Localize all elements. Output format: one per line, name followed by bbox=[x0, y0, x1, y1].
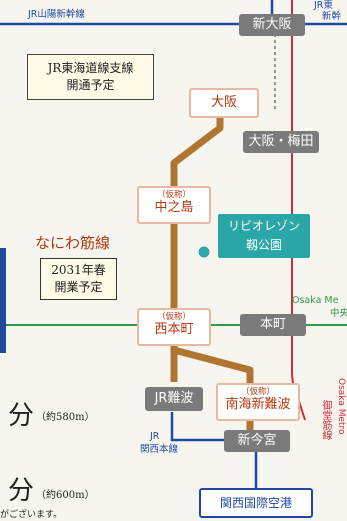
property-name-1: リビオレゾン bbox=[227, 219, 300, 233]
nankai-shin-namba-sub: （仮称） bbox=[240, 387, 275, 397]
station-nankai-shin-namba[interactable]: （仮称） 南海新難波 bbox=[216, 383, 300, 421]
nakanoshima-sub: （仮称） bbox=[156, 190, 191, 200]
footnote: がございます。 bbox=[0, 510, 63, 520]
property-label: リビオレゾン 靱公園 bbox=[218, 214, 310, 258]
station-hommachi[interactable]: 本町 bbox=[240, 314, 306, 336]
station-kansai-airport[interactable]: 関西国際空港 bbox=[199, 488, 313, 518]
osaka-metro-chuo-label: Osaka Me bbox=[292, 295, 339, 306]
tokaido-branch-line2: 開通予定 bbox=[66, 78, 115, 92]
jr-tokaido-cut-label: JR東 bbox=[314, 0, 333, 11]
opening-line2: 開業予定 bbox=[54, 280, 103, 294]
shinkansen-cut-label: 新幹 bbox=[322, 11, 342, 22]
station-osaka[interactable]: 大阪 bbox=[189, 88, 259, 118]
sanyo-shinkansen-label: JR山陽新幹線 bbox=[28, 9, 85, 20]
midosuji-label-2: 御堂筋線 bbox=[320, 400, 331, 440]
station-shin-imamiya[interactable]: 新今宮 bbox=[224, 430, 290, 452]
jr-kansai-main-label-1: JR bbox=[150, 431, 160, 442]
naniwasuji-line bbox=[170, 112, 254, 385]
jr-kansai-main-line bbox=[170, 412, 236, 442]
opening-line1: 2031年春 bbox=[51, 263, 106, 277]
station-osaka-label: 大阪 bbox=[210, 95, 237, 110]
distance-row1-unit: 分 bbox=[8, 401, 35, 431]
property-name-2: 靱公園 bbox=[245, 238, 282, 252]
nishihommachi-label: 西本町 bbox=[154, 322, 194, 337]
jr-kansai-main-label-2: 関西本線 bbox=[140, 444, 179, 455]
chuo-cut-label: 中央 bbox=[330, 308, 347, 319]
opening-callout: 2031年春 開業予定 bbox=[40, 258, 117, 300]
distance-row1-distance: （約580m） bbox=[36, 412, 95, 423]
distance-row2-distance: （約600m） bbox=[36, 490, 95, 501]
property-marker bbox=[198, 246, 210, 258]
distance-row2-unit: 分 bbox=[8, 476, 35, 506]
station-nakanoshima[interactable]: （仮称） 中之島 bbox=[137, 186, 211, 224]
nakanoshima-label: 中之島 bbox=[154, 200, 194, 215]
nankai-shin-namba-label: 南海新難波 bbox=[225, 397, 291, 412]
tokaido-branch-line1: JR東海道線支線 bbox=[47, 61, 134, 75]
station-nishihommachi[interactable]: （仮称） 西本町 bbox=[137, 308, 211, 346]
station-shin-osaka[interactable]: 新大阪 bbox=[239, 14, 305, 36]
station-osaka-umeda[interactable]: 大阪・梅田 bbox=[243, 131, 319, 153]
opening-bracket bbox=[0, 248, 6, 353]
tokaido-branch-callout: JR東海道線支線 開通予定 bbox=[27, 54, 154, 100]
midosuji-label-1: Osaka Metro bbox=[336, 378, 346, 435]
station-jr-namba[interactable]: JR難波 bbox=[145, 387, 203, 411]
nanba-line-name: なにわ筋線 bbox=[35, 234, 111, 252]
nishihommachi-sub: （仮称） bbox=[156, 312, 191, 322]
kansai-airport-label: 関西国際空港 bbox=[219, 496, 292, 510]
midosuji-line bbox=[291, 0, 306, 421]
